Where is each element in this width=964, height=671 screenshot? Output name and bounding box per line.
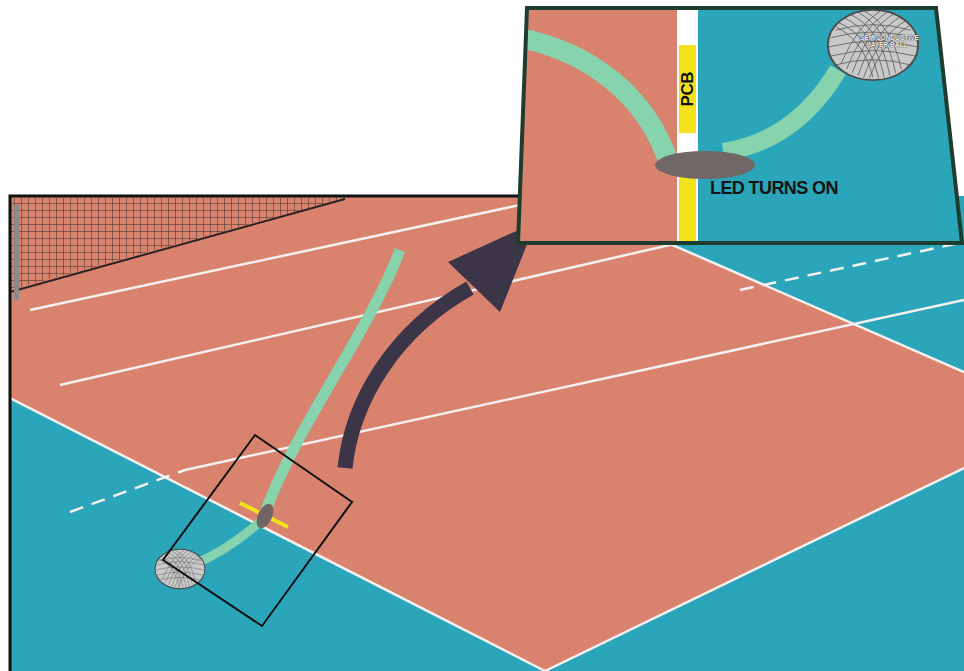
led-indicator: LED TURNS ON xyxy=(655,151,755,179)
zoom-box xyxy=(163,435,352,626)
inset-border xyxy=(518,8,962,243)
net-post xyxy=(14,205,19,300)
zoom-arrow xyxy=(345,288,470,468)
contact-spot xyxy=(253,501,277,530)
inset-floor xyxy=(698,0,964,250)
ball-trajectory xyxy=(723,70,838,152)
node-label: SEMICONDUCTIVE LAYER BALL xyxy=(860,35,914,49)
node-label: PCB xyxy=(678,72,698,106)
semiconductive-ball: SEMICONDUCTIVE LAYER BALL xyxy=(826,8,920,82)
ball-pattern xyxy=(828,10,918,80)
node-label: LED TURNS ON xyxy=(710,178,838,199)
frame xyxy=(10,196,525,671)
led-ellipse xyxy=(655,151,755,179)
court-surface xyxy=(10,196,964,671)
floor xyxy=(10,196,964,671)
led-ellipse xyxy=(655,151,755,179)
inset-panel xyxy=(500,0,964,250)
net xyxy=(10,198,345,290)
court-lines xyxy=(10,196,964,671)
inset-line xyxy=(677,0,698,250)
net-edge xyxy=(10,199,345,292)
pcb-strip: PCB xyxy=(679,45,696,133)
inset-trajectory xyxy=(520,38,668,160)
court xyxy=(10,196,964,671)
